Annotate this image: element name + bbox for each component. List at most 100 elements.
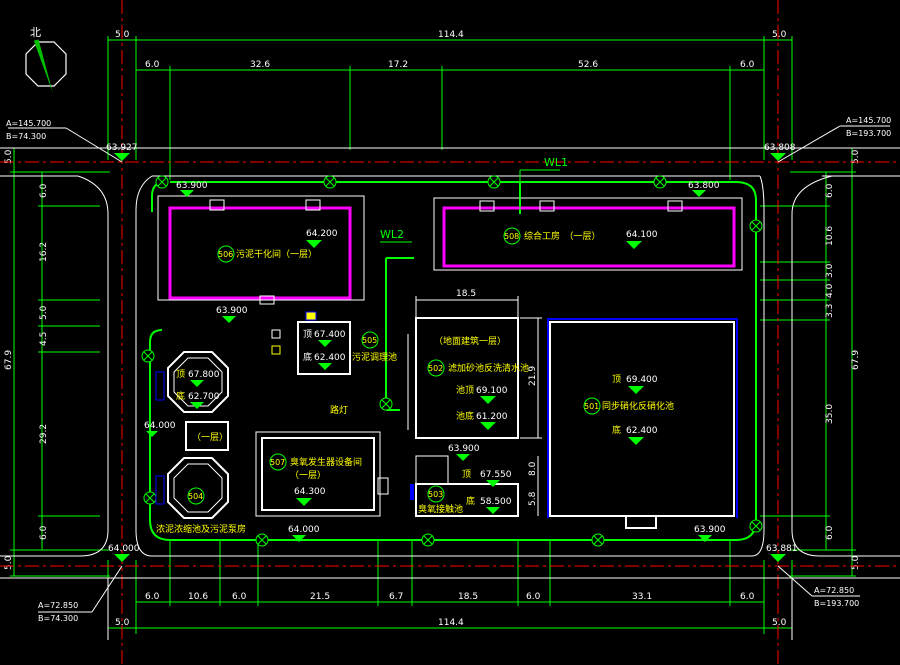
tank-octagon-top[interactable]: 顶 67.800 底 62.700	[155, 351, 229, 413]
north-arrow-needle-icon	[33, 39, 53, 93]
tank1-top: 67.800	[188, 370, 220, 380]
corner-elev-br: 63.881	[766, 544, 798, 554]
building-502-elev: 63.900	[448, 444, 480, 454]
building-507-name2: （一层）	[290, 470, 326, 481]
north-arrow: 北	[25, 26, 67, 93]
street-lamp-label: 路灯	[330, 404, 348, 416]
building-505[interactable]: 顶 67.400 底 62.400 505 污泥调理池	[297, 311, 397, 375]
left-dim-seg-4: 29.2	[39, 424, 49, 444]
elevation-marker-icon	[180, 190, 194, 197]
lamp-icon	[591, 533, 605, 547]
corner-tl: 63.927 A=145.700 B=74.300	[6, 119, 138, 163]
building-503-dim-b: 5.8	[528, 491, 538, 506]
building-502-number: 502	[428, 364, 443, 373]
bottom-dimension-labels: 6.0 10.6 6.0 21.5 6.7 18.5 6.0 33.1 6.0 …	[115, 592, 787, 628]
building-503-bottom: 58.500	[480, 497, 512, 507]
left-dim-top-offset: 5.0	[4, 149, 14, 164]
building-506[interactable]: 506 污泥干化间（一层） 64.200	[157, 195, 365, 305]
top-dimension-labels: 5.0 114.4 5.0 6.0 32.6 17.2 52.6 6.0	[115, 30, 787, 70]
top-dim-seg-4: 6.0	[740, 60, 755, 70]
right-dim-seg-0: 6.0	[825, 183, 835, 198]
elevation-marker-icon	[770, 153, 786, 161]
building-507[interactable]: 507 臭氧发生器设备间 （一层） 64.300	[255, 431, 389, 517]
bottom-dim-seg-8: 6.0	[740, 592, 755, 602]
building-number-icon	[503, 227, 521, 245]
building-number-icon	[269, 453, 287, 471]
building-503-top: 67.550	[480, 470, 512, 480]
left-dim-seg-5: 6.0	[39, 525, 49, 540]
elevation-marker-icon	[296, 498, 312, 506]
building-number-icon	[427, 359, 445, 377]
corner-elev-tr: 63.808	[764, 143, 796, 153]
left-dim-seg-3: 4.5	[39, 332, 49, 346]
small-building[interactable]: （一层） 64.000	[144, 421, 229, 451]
elevation-marker-icon	[306, 240, 322, 248]
right-dim-seg-6: 6.0	[825, 525, 835, 540]
road-elevations: 63.900 63.800 63.900 64.000 63.900	[176, 181, 726, 542]
tank1-bottom-label: 底	[176, 390, 185, 402]
wire-label-1: WL1	[544, 156, 568, 169]
tank1-bottom: 62.700	[188, 392, 220, 402]
left-dim-seg-2: 5.0	[39, 305, 49, 320]
building-502-height: 21.9	[528, 366, 538, 386]
building-501[interactable]: 顶 69.400 501 同步硝化反硝化池 底 62.400	[547, 318, 738, 529]
elevation-marker-icon	[628, 386, 644, 394]
building-508-name: 综合工房 （一层）	[524, 230, 601, 242]
building-504[interactable]: 504	[155, 457, 229, 519]
coord-bl-b: B=74.300	[38, 614, 78, 623]
lamp-icon	[749, 219, 763, 233]
road-elev-2: 63.900	[216, 306, 248, 316]
road-elev-0: 63.900	[176, 181, 208, 191]
building-505-top-label: 顶	[303, 329, 312, 340]
lamp-icon	[653, 175, 667, 189]
top-dimensions	[107, 36, 793, 180]
right-dim-bottom-offset: 5.0	[851, 555, 861, 570]
right-dimension-labels: 5.0 67.9 5.0 6.0 10.6 3.0 4.0 3.3 35.0 6…	[825, 149, 861, 570]
building-502-bottom: 61.200	[476, 412, 508, 422]
elevation-marker-icon	[146, 431, 158, 437]
building-501-number: 501	[584, 402, 599, 411]
coord-br-b: B=193.700	[814, 599, 859, 608]
building-508[interactable]: 508 综合工房 （一层） 64.100	[433, 197, 743, 271]
bottom-dim-seg-7: 33.1	[632, 592, 652, 602]
building-503-top-label: 顶	[462, 469, 471, 480]
north-label: 北	[30, 26, 41, 39]
building-number-icon	[361, 331, 379, 349]
elevation-marker-icon	[626, 241, 642, 249]
wire-labels: WL1 WL2 路灯	[330, 156, 568, 416]
left-dimension-labels: 5.0 67.9 5.0 6.0 16.2 5.0 4.5 29.2 6.0	[4, 149, 49, 570]
right-dim-top-offset: 5.0	[851, 149, 861, 164]
small-building-elev: 64.000	[144, 421, 176, 431]
lamp-icon	[141, 349, 155, 363]
bottom-dim-seg-3: 21.5	[310, 592, 330, 602]
lamp-icon	[323, 175, 337, 189]
lamp-posts	[141, 175, 763, 547]
bottom-dim-seg-6: 6.0	[526, 592, 541, 602]
coord-br-a: A=72.850	[814, 586, 854, 595]
building-506-elev: 64.200	[306, 229, 338, 239]
corner-tr: 63.808 A=145.700 B=193.700	[764, 116, 891, 163]
building-502[interactable]: 18.5 21.9 （地面建筑一层） 502 滤加砂池反洗清水池 池顶 69.1…	[407, 289, 542, 461]
lamp-icon	[487, 175, 501, 189]
building-503[interactable]: 顶 67.550 503 底 58.500 臭氧接触池 8.0 5.8	[410, 455, 539, 517]
building-503-bottom-label: 底	[466, 495, 475, 507]
building-506-number: 506	[218, 250, 233, 259]
left-dimensions	[10, 147, 110, 577]
elevation-marker-icon	[114, 153, 130, 161]
right-dimensions	[760, 147, 856, 577]
right-dim-seg-3: 4.0	[825, 283, 835, 298]
corner-elev-tl: 63.927	[106, 143, 138, 153]
elevation-marker-icon	[486, 480, 500, 487]
elevation-marker-icon	[190, 402, 204, 409]
building-506-name: 污泥干化间（一层）	[236, 248, 317, 260]
right-dim-seg-2: 3.0	[825, 263, 835, 278]
building-501-bottom: 62.400	[626, 426, 658, 436]
right-dim-seg-4: 3.3	[825, 304, 835, 318]
bottom-dim-seg-2: 6.0	[232, 592, 247, 602]
elevation-marker-icon	[222, 316, 236, 323]
building-502-name: （地面建筑一层）	[434, 335, 506, 347]
lamp-icon	[255, 533, 269, 547]
building-501-name: 同步硝化反硝化池	[602, 400, 674, 412]
bottom-dim-seg-5: 18.5	[458, 592, 478, 602]
